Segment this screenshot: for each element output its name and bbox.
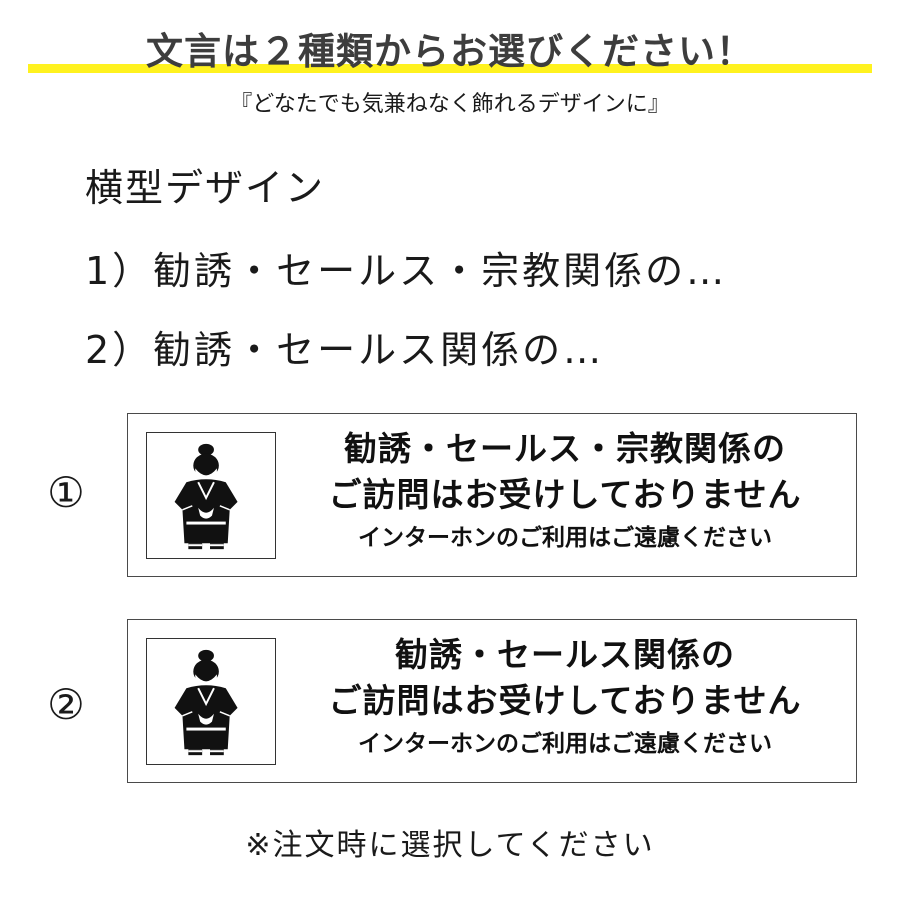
option-description-2: 2）勧誘・セールス関係の… [85,328,605,372]
section-title: 横型デザイン [85,166,326,210]
headline-highlight-bar [28,64,872,73]
plate-marker-1: ① [47,468,85,517]
sign-plate-1: 勧誘・セールス・宗教関係の ご訪問はお受けしておりません インターホンのご利用は… [127,413,857,577]
plate-message: ご訪問はお受けしておりません [328,681,802,720]
order-note: ※注文時に選択してください [245,828,655,863]
plate-subnote: インターホンのご利用はご遠慮ください [358,731,772,757]
bowing-person-icon [146,638,276,765]
plate-heading: 勧誘・セールス関係の [395,635,735,674]
option-description-1: 1）勧誘・セールス・宗教関係の… [85,249,728,293]
plate-text-1: 勧誘・セールス・宗教関係の ご訪問はお受けしておりません インターホンのご利用は… [288,426,842,558]
plate-marker-2: ② [47,680,85,729]
plate-subnote: インターホンのご利用はご遠慮ください [358,525,772,551]
bowing-person-icon [146,432,276,559]
plate-heading: 勧誘・セールス・宗教関係の [344,429,786,468]
page-headline: 文言は２種類からお選びください！ [146,30,754,73]
plate-message: ご訪問はお受けしておりません [328,475,802,514]
page-subtitle: 『どなたでも気兼ねなく飾れるデザインに』 [230,92,670,117]
sign-plate-2: 勧誘・セールス関係の ご訪問はお受けしておりません インターホンのご利用はご遠慮… [127,619,857,783]
plate-text-2: 勧誘・セールス関係の ご訪問はお受けしておりません インターホンのご利用はご遠慮… [288,632,842,764]
